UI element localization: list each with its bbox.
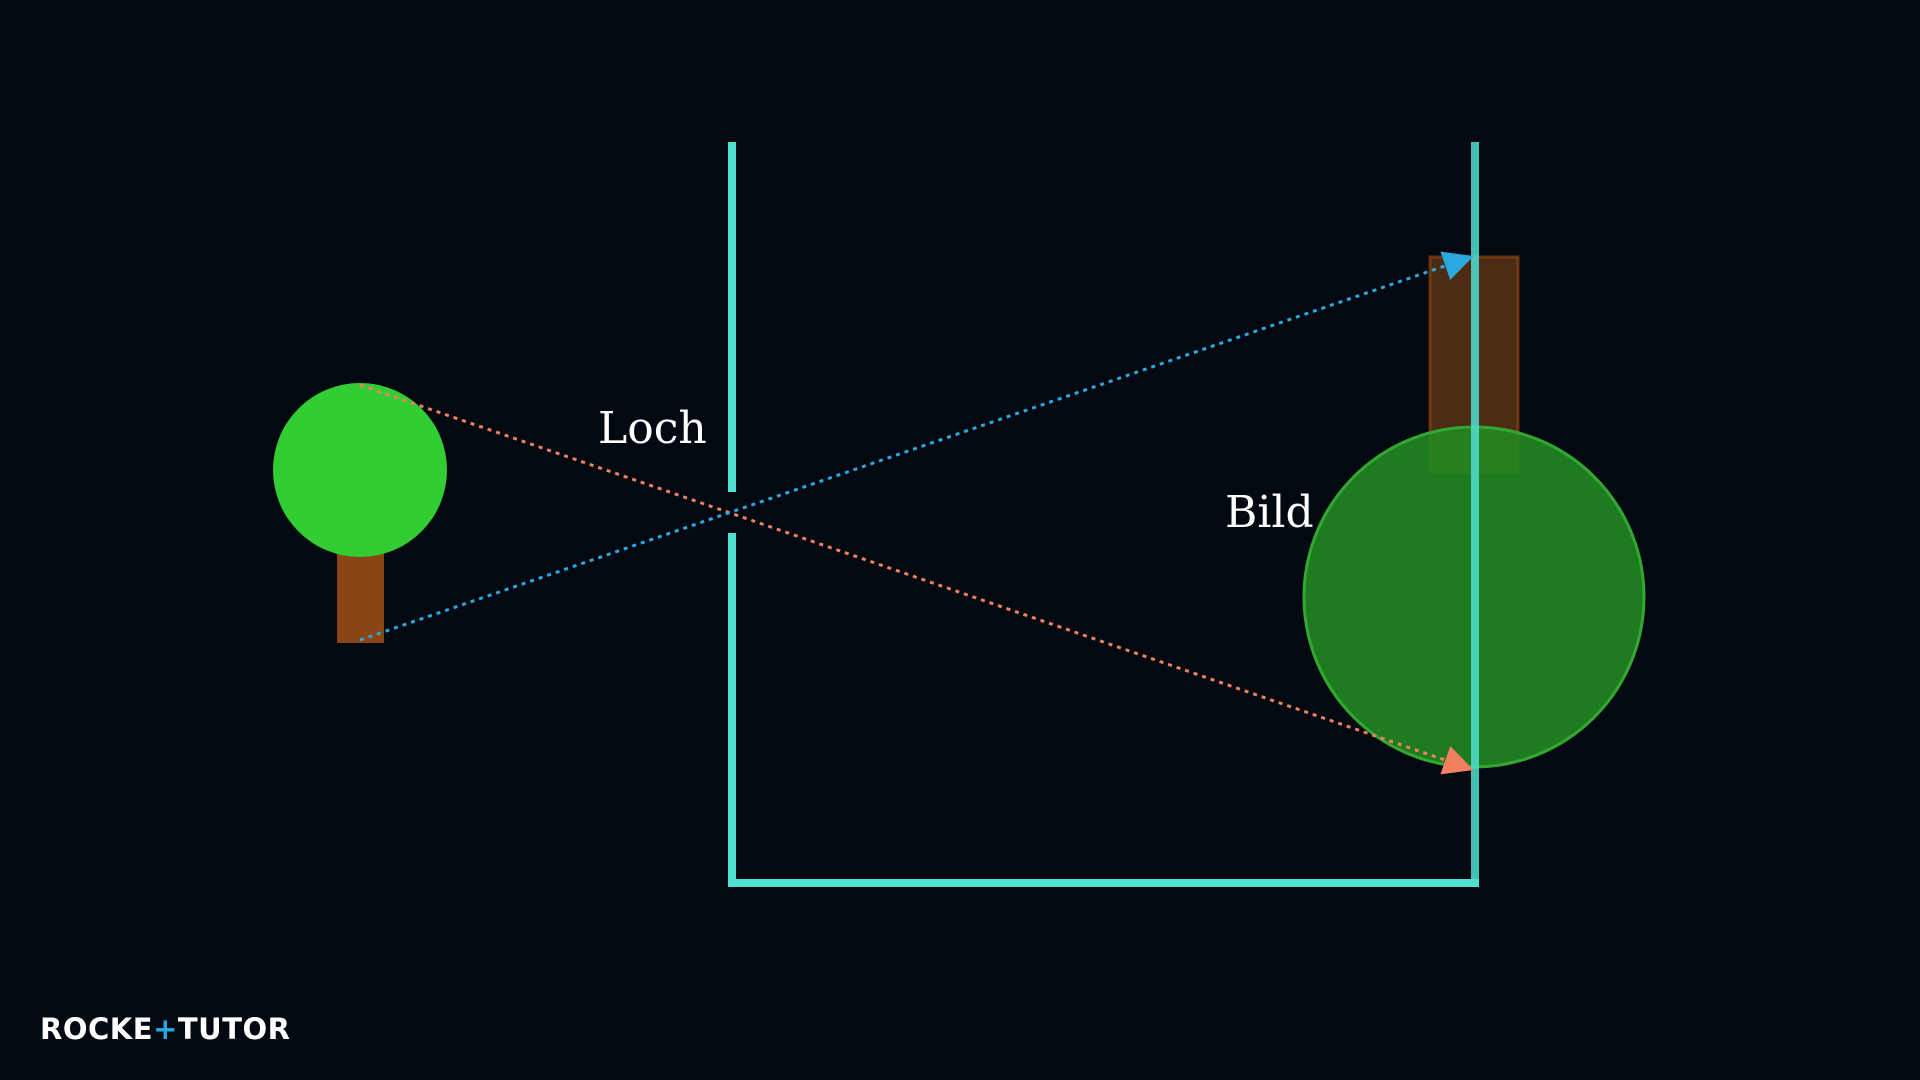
object-tree-trunk <box>337 545 384 643</box>
camera-box <box>728 142 1479 887</box>
logo-plus-icon: + <box>153 1012 178 1046</box>
hole-label: Loch <box>598 403 707 454</box>
rocket-tutor-logo: ROCKE+TUTOR <box>40 1012 290 1046</box>
logo-text-part3: R <box>268 1012 291 1046</box>
ray-top-to-bottom <box>359 383 1474 775</box>
logo-text-part1: ROCKE <box>40 1012 153 1046</box>
logo-text-part2: TUTO <box>178 1012 268 1046</box>
svg-text:ROCKE+TUTOR: ROCKE+TUTOR <box>40 1012 290 1046</box>
image-label: Bild <box>1225 487 1314 538</box>
ray-bottom-to-top <box>359 251 1474 642</box>
object-tree-crown <box>273 383 447 557</box>
object-tree <box>273 383 447 643</box>
